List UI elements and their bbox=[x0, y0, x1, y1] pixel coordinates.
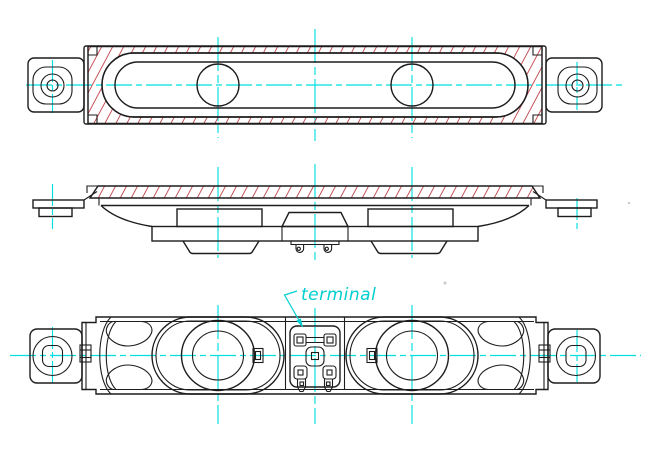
terminal-hook bbox=[323, 379, 334, 393]
mounting-hole bbox=[571, 79, 584, 92]
magnet-back-right-inner bbox=[385, 330, 439, 381]
rib-boss bbox=[538, 344, 551, 363]
frame-edge-step bbox=[532, 185, 544, 193]
frame-edge-step bbox=[532, 191, 547, 201]
mounting-tab-left-lower bbox=[38, 207, 73, 218]
rib-boss bbox=[366, 347, 378, 364]
terminal-contact-inner bbox=[326, 336, 334, 344]
magnet-back-left-inner bbox=[191, 330, 245, 381]
terminal-pad bbox=[322, 365, 337, 380]
basket-profile-left bbox=[100, 204, 153, 228]
mounting-tab-right-lower bbox=[557, 207, 592, 218]
rib-boss bbox=[252, 347, 264, 364]
terminal-pad-inner bbox=[326, 369, 333, 376]
sound-opening-edge bbox=[114, 61, 516, 109]
vent-slot bbox=[477, 364, 525, 391]
mounting-hole bbox=[565, 344, 587, 368]
terminal-screw-hole bbox=[310, 351, 320, 361]
frame-flange-step bbox=[532, 46, 542, 56]
terminal-pad-inner bbox=[297, 369, 304, 376]
top-view bbox=[26, 29, 623, 141]
frame-flange-step bbox=[532, 114, 542, 124]
terminal-contact bbox=[293, 333, 307, 347]
driver-opening-right bbox=[390, 63, 434, 107]
vent-slot bbox=[477, 320, 525, 347]
frame-back-outline bbox=[81, 316, 549, 395]
magnet-back-right bbox=[374, 319, 450, 392]
side-view-centerlines bbox=[51, 164, 578, 263]
driver-basket-left-inner bbox=[155, 320, 281, 391]
terminal-pin-left-hook bbox=[296, 246, 301, 251]
basket-wall-arc bbox=[99, 316, 112, 395]
magnet-right bbox=[367, 208, 454, 228]
terminal-contact bbox=[323, 333, 337, 347]
scan-artifact bbox=[627, 201, 631, 205]
mounting-hole-ring bbox=[32, 335, 73, 377]
terminal-contact-inner bbox=[296, 336, 304, 344]
terminal-block bbox=[289, 325, 341, 393]
driver-basket-right-inner bbox=[349, 320, 475, 391]
mounting-ear-right bbox=[545, 57, 603, 113]
basket-profile-right bbox=[477, 204, 530, 228]
terminal-block-outline bbox=[289, 325, 341, 388]
mounting-hole-ring bbox=[565, 73, 590, 98]
vent-slot bbox=[105, 364, 153, 391]
terminal-pad bbox=[293, 365, 308, 380]
gasket-outer-edge bbox=[101, 52, 529, 118]
rib-boss bbox=[79, 344, 92, 363]
magnet-cup-left bbox=[182, 240, 260, 255]
driver-opening-left bbox=[196, 63, 240, 107]
frame-edge-step bbox=[86, 185, 98, 193]
basket-wall-arc bbox=[513, 321, 525, 390]
bottom-view bbox=[10, 305, 641, 424]
driver-basket-left bbox=[151, 316, 285, 395]
mounting-tab-left-upper bbox=[32, 199, 85, 209]
magnet-back-left bbox=[180, 319, 256, 392]
frame-section-hatch bbox=[88, 185, 542, 199]
driver-basket-right bbox=[345, 316, 479, 395]
terminal-leader-line bbox=[283, 290, 304, 327]
terminal-hook-inner bbox=[325, 381, 331, 387]
frame-flange-step bbox=[88, 114, 98, 124]
terminal-pin-right bbox=[323, 244, 333, 253]
top-view-centerlines bbox=[26, 29, 623, 141]
terminal-base-lip bbox=[290, 241, 340, 246]
magnet-cup-right bbox=[370, 240, 448, 255]
mounting-boss bbox=[32, 66, 73, 105]
terminal-hook-inner bbox=[299, 381, 305, 387]
mounting-boss bbox=[557, 66, 598, 105]
frame-edge-step bbox=[83, 191, 98, 201]
terminal-screw-boss bbox=[305, 346, 325, 367]
basket-wall-arc bbox=[518, 316, 531, 395]
terminal-label: terminal bbox=[301, 285, 376, 305]
terminal-leader-arrowhead bbox=[296, 318, 303, 328]
frame-flange-step bbox=[88, 46, 98, 56]
terminal-annotation: terminal bbox=[283, 285, 376, 328]
side-view bbox=[32, 164, 598, 263]
mounting-hole bbox=[46, 79, 59, 92]
basket-wall-arc bbox=[105, 321, 117, 390]
scan-artifact bbox=[443, 281, 447, 285]
mounting-hole-ring bbox=[555, 335, 597, 377]
magnet-left bbox=[176, 208, 263, 228]
mounting-hole bbox=[41, 344, 64, 368]
mounting-tab-right-upper bbox=[545, 199, 598, 209]
terminal-hook bbox=[296, 379, 307, 393]
terminal-pin-left bbox=[295, 244, 305, 253]
terminal-pin-right-hook bbox=[324, 246, 329, 251]
vent-slot bbox=[105, 320, 153, 347]
mounting-hole-ring bbox=[40, 73, 65, 98]
